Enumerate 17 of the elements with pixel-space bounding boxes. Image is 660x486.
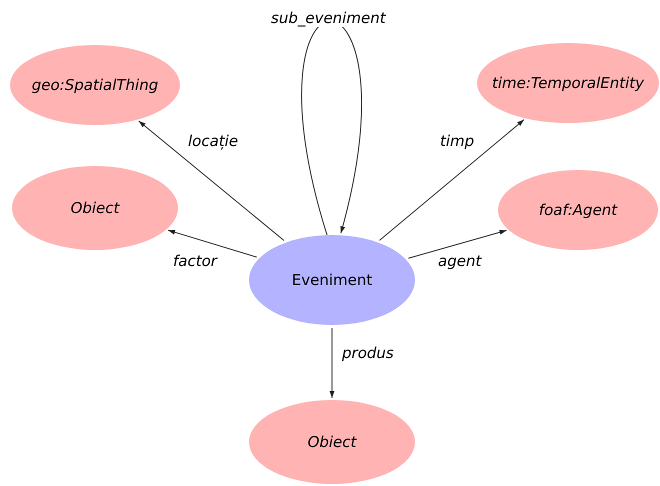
edge-label: agent	[438, 253, 482, 270]
edge-label: locație	[188, 133, 238, 150]
node-label: foaf:Agent	[538, 201, 618, 219]
arrow	[168, 230, 258, 258]
arrow	[330, 328, 334, 398]
edge-label: timp	[440, 133, 474, 150]
node-label: time:TemporalEntity	[492, 74, 644, 92]
node-label: Obiect	[70, 199, 120, 217]
node-label: geo:SpatialThing	[32, 76, 158, 94]
arrow	[138, 120, 285, 242]
edge-label: factor	[173, 253, 217, 270]
node-label: Obiect	[308, 433, 356, 451]
edge-label: produs	[342, 345, 394, 362]
arrow	[379, 119, 525, 241]
edge-label: sub_eveniment	[271, 10, 386, 26]
arrow	[408, 230, 508, 259]
node-label: Eveniment	[292, 271, 372, 289]
